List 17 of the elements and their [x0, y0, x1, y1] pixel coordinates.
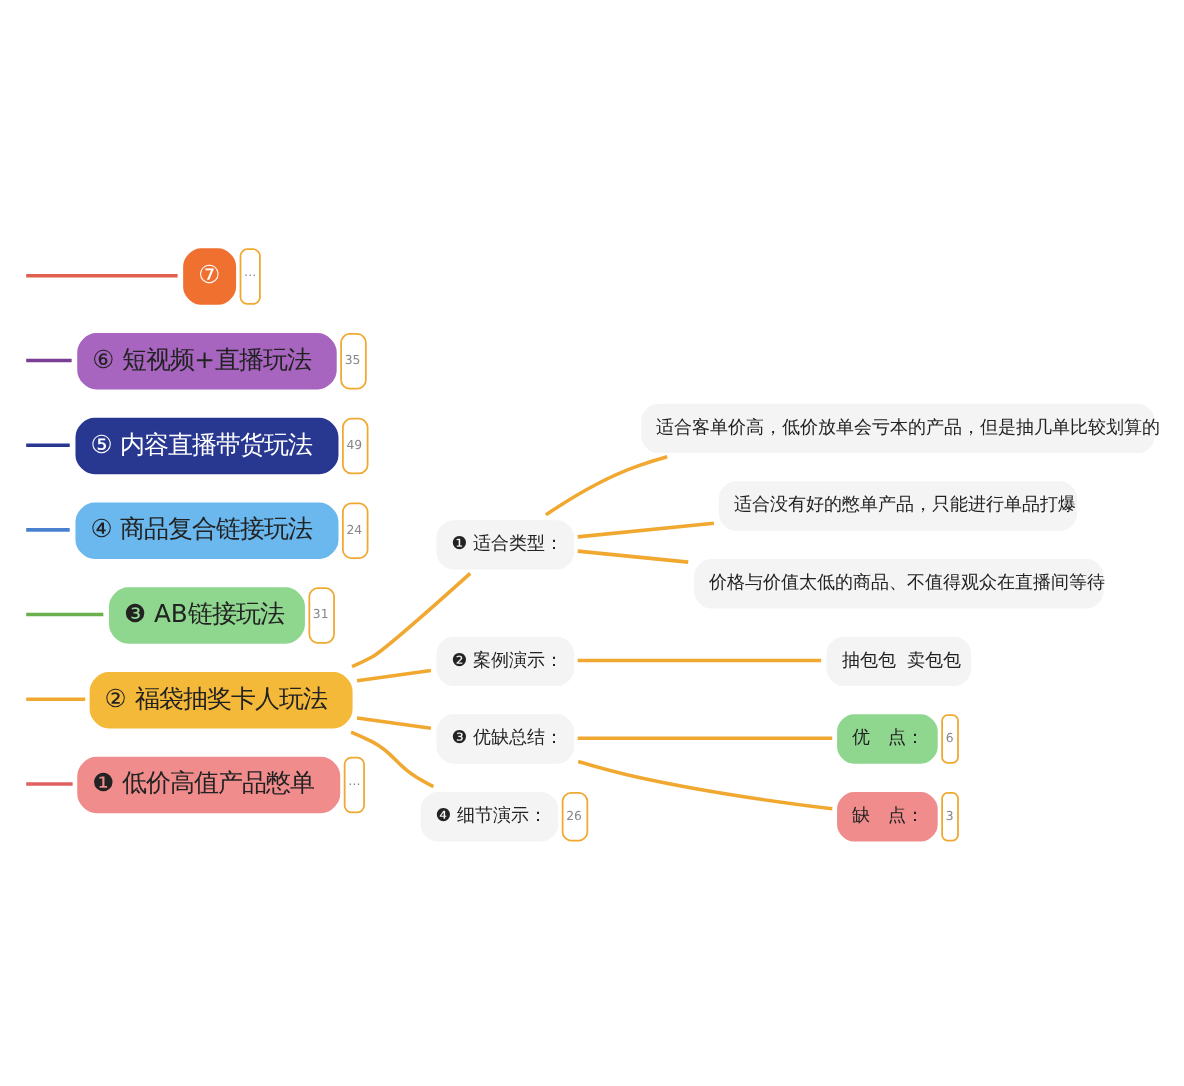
connector	[26, 357, 72, 362]
connector	[26, 527, 70, 531]
connector	[577, 657, 822, 662]
connector	[356, 667, 432, 682]
connector	[26, 611, 104, 616]
connector	[26, 442, 70, 446]
connector	[351, 571, 472, 668]
connector	[26, 272, 178, 277]
connector	[26, 696, 86, 701]
connector	[577, 520, 715, 538]
connector	[544, 454, 668, 516]
connector	[356, 715, 432, 729]
connector	[26, 781, 73, 785]
connector	[577, 735, 833, 739]
connector	[577, 548, 689, 563]
connector	[577, 758, 833, 810]
connector	[350, 729, 435, 788]
